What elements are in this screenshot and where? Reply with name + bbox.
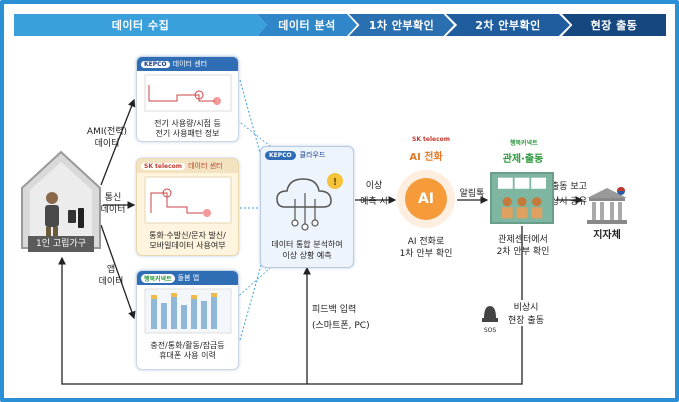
control-title: 관제·출동 <box>502 154 544 165</box>
app-box-caption: 충전/통화/활동/잠금등 휴대폰 사용 이력 <box>150 341 225 360</box>
app-box-header: 돌봄 앱 <box>177 274 200 282</box>
control-caption: 관제센터에서 2차 안부 확인 <box>496 235 550 257</box>
analysis-header: 클라우드 <box>299 151 326 159</box>
ai-phone-icon: AI <box>397 170 455 228</box>
kepco-box-caption: 전기 사용량/시점 등 전기 사용패턴 정보 <box>154 119 221 138</box>
svg-text:!: ! <box>333 177 338 188</box>
label-feedback-input: 피드백 입력 (스마트폰, PC) <box>312 305 370 331</box>
analysis-logo: KEPCO <box>265 150 296 160</box>
sk-box-caption: 통화·수발신/문자 발신/ 모바일데이터 사용여부 <box>149 231 226 250</box>
cloud-network-icon: ! <box>276 173 343 231</box>
analysis-caption: 데이터 통합 분석하여 이상 상황 예측 <box>271 240 343 260</box>
government-building-icon <box>587 187 627 224</box>
label-alert-talk: 알림톡 <box>459 189 485 199</box>
control-brand: 행복커넥트 <box>510 140 538 147</box>
control-center-icon <box>490 172 554 224</box>
emergency-caption: 비상시 현장 출동 <box>508 303 544 326</box>
power-usage-graph-icon <box>144 74 232 112</box>
label-telecom-data: 통신 데이터 <box>100 193 126 215</box>
stage-first-check: 1차 안부확인 <box>349 14 454 36</box>
ai-call-title: AI 전화 <box>409 152 443 163</box>
ai-call-brand: SK telecom <box>412 136 451 143</box>
siren-icon: SOS <box>482 306 498 334</box>
telecom-usage-graph-icon <box>144 176 232 224</box>
label-dispatch-report: 출동 보고 상시 공유 <box>551 182 587 207</box>
arrow-ami <box>100 98 136 186</box>
label-app-data: 앱 데이터 <box>98 265 124 287</box>
sos-badge: SOS <box>484 327 497 334</box>
sk-logo: SK telecom <box>141 162 186 170</box>
kepco-logo: KEPCO <box>141 60 170 68</box>
ai-call-caption: AI 전화로 1차 안부 확인 <box>399 237 453 259</box>
stage-second-check: 2차 안부확인 <box>446 14 570 36</box>
sk-box-header: 데이터 센터 <box>188 162 223 170</box>
house-icon <box>21 150 101 249</box>
label-ami-data: AMI(전력) 데이터 <box>86 127 128 149</box>
house-label: 1인 고립가구 <box>28 236 94 252</box>
government-label: 지자체 <box>593 230 621 241</box>
arrow-feedback-loop <box>58 256 523 385</box>
stage-data-analysis: 데이터 분석 <box>257 14 357 36</box>
kepco-box-header: 데이터 센터 <box>172 60 208 68</box>
arrow-app <box>100 224 136 320</box>
app-logo: 행복커넥트 <box>141 273 175 283</box>
phone-usage-bars-icon <box>144 288 232 334</box>
stage-data-collection: 데이터 수집 <box>14 14 267 36</box>
stage-field-dispatch: 현장 출동 <box>562 14 666 36</box>
label-anomaly-prediction: 이상 예측 시 <box>360 181 388 207</box>
ai-badge: AI <box>405 178 447 220</box>
